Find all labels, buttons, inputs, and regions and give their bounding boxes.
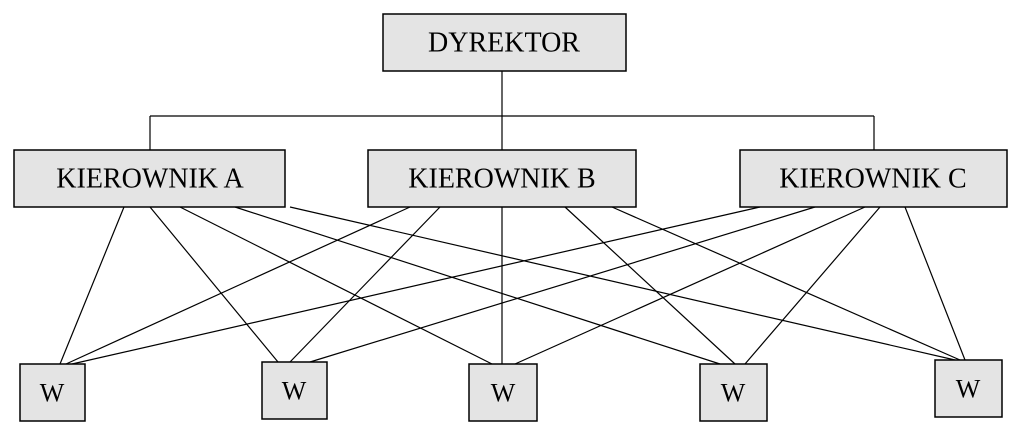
- manager-a-label: KIEROWNIK A: [56, 164, 244, 195]
- manager-worker-line-4: [234, 206, 721, 365]
- hierarchy-connectors: [149, 71, 875, 150]
- manager-worker-line-9: [564, 206, 736, 365]
- manager-worker-line-14: [744, 206, 881, 365]
- manager-worker-line-13: [514, 206, 866, 365]
- manager-worker-line-2: [149, 206, 279, 363]
- director-box: [382, 13, 627, 72]
- worker-4-label: W: [721, 379, 746, 408]
- manager-worker-line-12: [309, 206, 816, 363]
- worker-2-label: W: [282, 377, 307, 406]
- manager-worker-line-11: [71, 206, 761, 365]
- manager-node-c: KIEROWNIK C: [739, 149, 1008, 208]
- worker-1-label: W: [40, 379, 65, 408]
- worker-3-box: [468, 363, 538, 422]
- manager-b-label: KIEROWNIK B: [408, 164, 595, 195]
- worker-3-label: W: [491, 379, 516, 408]
- manager-a-box: [13, 149, 286, 208]
- manager-worker-line-1: [59, 206, 125, 365]
- worker-1-box: [19, 363, 86, 422]
- worker-node-4: W: [699, 363, 768, 422]
- manager-worker-line-3: [179, 206, 493, 365]
- director-node: DYREKTOR: [382, 13, 627, 72]
- worker-5-box: [934, 359, 1003, 418]
- worker-2-box: [261, 361, 328, 420]
- director-label: DYREKTOR: [428, 28, 580, 59]
- worker-node-5: W: [934, 359, 1003, 418]
- manager-worker-line-6: [65, 206, 411, 365]
- manager-worker-line-7: [289, 206, 441, 363]
- manager-c-box: [739, 149, 1008, 208]
- manager-node-b: KIEROWNIK B: [367, 149, 637, 208]
- worker-node-3: W: [468, 363, 538, 422]
- manager-b-box: [367, 149, 637, 208]
- manager-worker-line-15: [904, 206, 966, 361]
- worker-4-box: [699, 363, 768, 422]
- manager-worker-line-5: [289, 206, 956, 361]
- worker-node-1: W: [19, 363, 86, 422]
- worker-node-2: W: [261, 361, 328, 420]
- manager-worker-connections: [59, 206, 966, 365]
- manager-worker-line-10: [611, 206, 961, 361]
- manager-c-label: KIEROWNIK C: [779, 164, 966, 195]
- manager-node-a: KIEROWNIK A: [13, 149, 286, 208]
- worker-5-label: W: [956, 375, 981, 404]
